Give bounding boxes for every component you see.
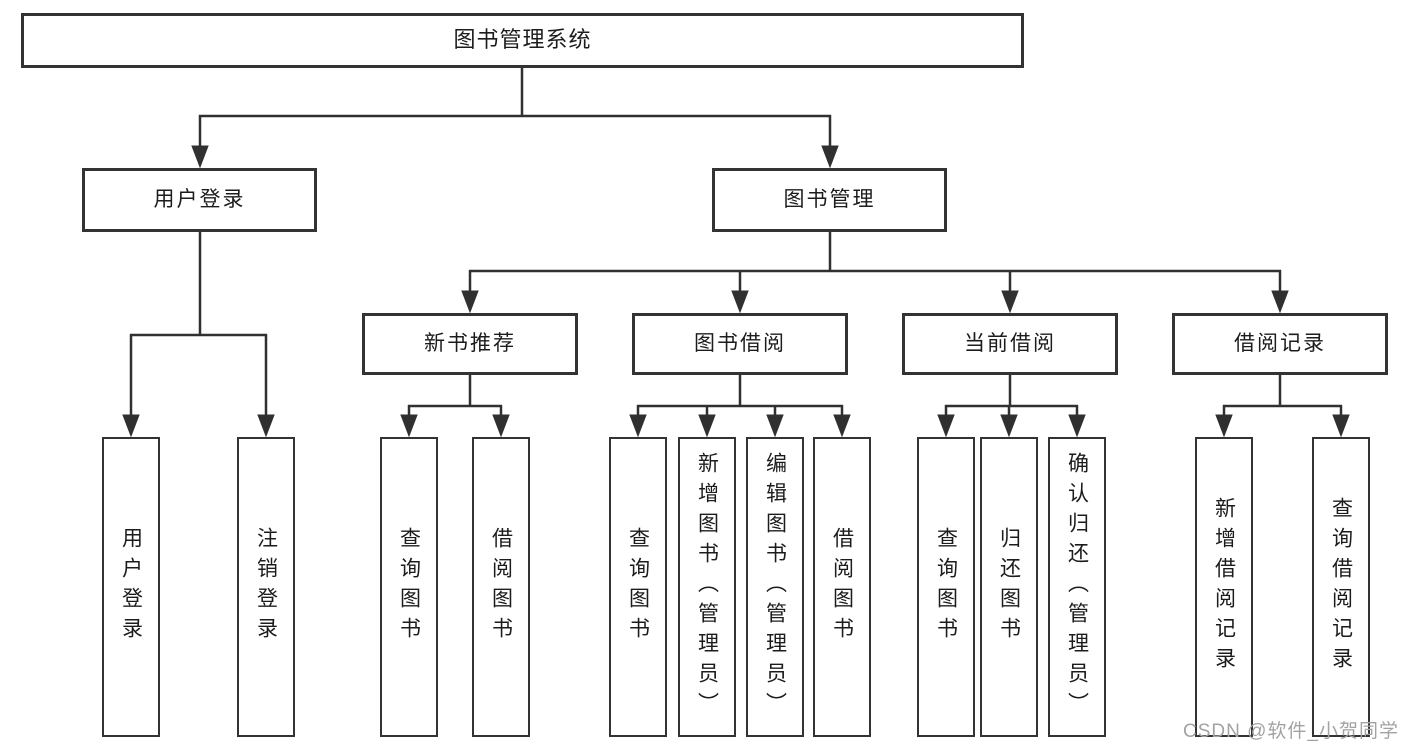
leaf-return-books: 归还图书: [980, 437, 1038, 737]
node-library-management-system: 图书管理系统: [21, 13, 1024, 68]
leaf-borrow-books: 借阅图书: [813, 437, 871, 737]
node-current-borrow: 当前借阅: [902, 313, 1118, 375]
leaf-logout: 注销登录: [237, 437, 295, 737]
node-user-login: 用户登录: [82, 168, 317, 232]
node-book-borrow: 图书借阅: [632, 313, 848, 375]
leaf-query-books-borrow: 查询图书: [609, 437, 667, 737]
leaf-borrow-books-recommend: 借阅图书: [472, 437, 530, 737]
node-new-book-recommend: 新书推荐: [362, 313, 578, 375]
leaf-query-books-current: 查询图书: [917, 437, 975, 737]
node-book-management: 图书管理: [712, 168, 947, 232]
leaf-confirm-return-admin: 确认归还（管理员）: [1048, 437, 1106, 737]
watermark: CSDN @软件_小贺同学: [1183, 721, 1399, 742]
leaf-query-books-recommend: 查询图书: [380, 437, 438, 737]
leaf-add-books-admin: 新增图书（管理员）: [678, 437, 736, 737]
leaf-edit-books-admin: 编辑图书（管理员）: [746, 437, 804, 737]
node-borrow-record: 借阅记录: [1172, 313, 1388, 375]
leaf-user-login: 用户登录: [102, 437, 160, 737]
leaf-query-borrow-record: 查询借阅记录: [1312, 437, 1370, 737]
leaf-add-borrow-record: 新增借阅记录: [1195, 437, 1253, 737]
